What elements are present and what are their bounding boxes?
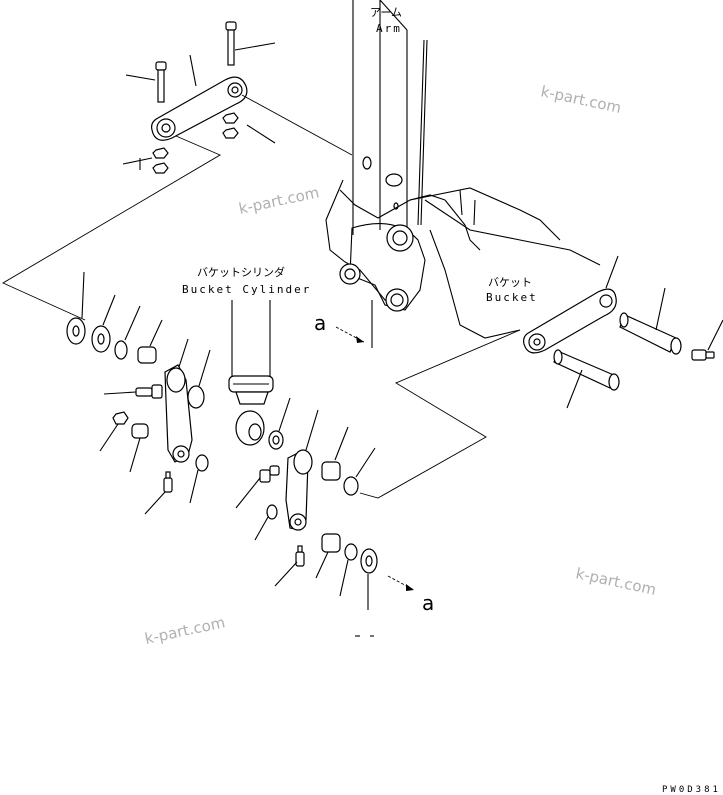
bucket-assembly: バケット Bucket <box>325 179 601 339</box>
bucket-cylinder-label-jp: バケットシリンダ <box>197 265 285 279</box>
top-link-assembly <box>2 21 353 321</box>
watermark-2: k-part.com <box>237 183 321 218</box>
arm-assembly: アーム Arm <box>352 0 428 235</box>
bucket-pin-assembly <box>523 255 723 409</box>
left-link-assembly <box>66 271 211 515</box>
bucket-cylinder-label-en: Bucket Cylinder <box>182 283 311 296</box>
reference-label-a-left: a <box>314 311 326 335</box>
watermark-1: k-part.com <box>539 82 623 117</box>
arm-label-jp: アーム <box>370 6 402 19</box>
reference-arrow-left: a <box>314 300 373 348</box>
bucket-label-en: Bucket <box>486 291 538 304</box>
arm-label-en: Arm <box>376 22 402 35</box>
reference-arrow-right: a <box>387 575 434 615</box>
watermark-4: k-part.com <box>143 613 227 648</box>
bucket-cylinder-assembly: バケットシリンダ Bucket Cylinder <box>182 265 311 446</box>
drawing-code: PW0D381 <box>662 785 721 795</box>
watermark-3: k-part.com <box>574 564 658 599</box>
right-link-assembly <box>235 329 521 637</box>
reference-label-a-right: a <box>422 591 434 615</box>
bucket-label-jp: バケット <box>488 276 532 289</box>
